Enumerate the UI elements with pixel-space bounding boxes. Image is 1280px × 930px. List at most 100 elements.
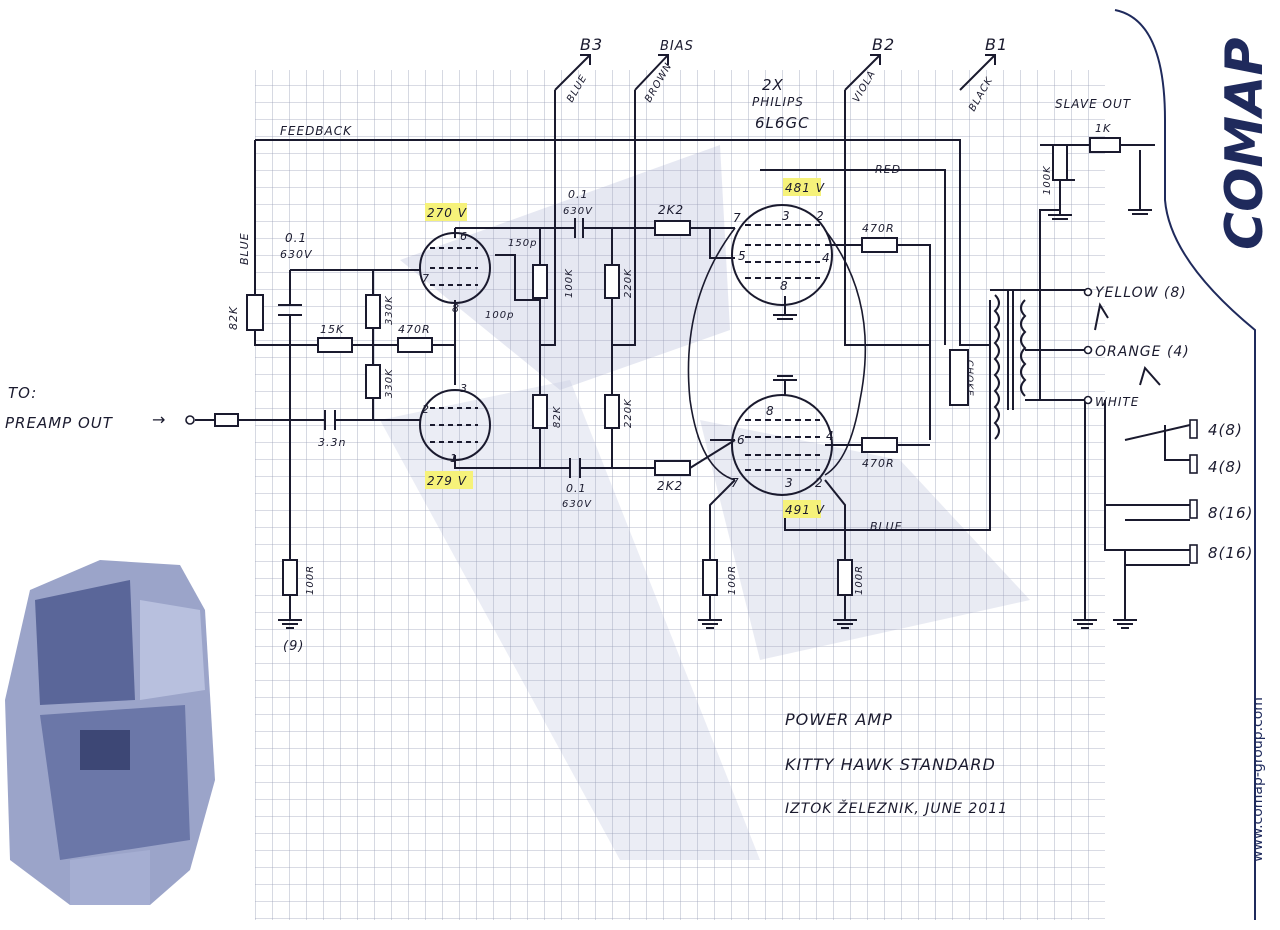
label-100k-slave: 100K xyxy=(1042,165,1053,195)
feedback-label: FEEDBACK xyxy=(280,124,352,138)
resistor-100k xyxy=(532,264,548,299)
rail-b1: B1 xyxy=(985,35,1008,54)
output-transformer xyxy=(993,290,1027,440)
resistor-82k-left xyxy=(246,294,264,331)
label-100p: 100p xyxy=(485,310,514,321)
pin-ob-4: 4 xyxy=(826,429,835,443)
title-line2: KITTY HAWK STANDARD xyxy=(785,755,996,774)
jack-4: 8(16) xyxy=(1208,544,1253,562)
grid-link xyxy=(687,227,736,481)
red-label: RED xyxy=(875,163,901,176)
tube-count: 2X xyxy=(762,76,784,94)
label-150p: 150p xyxy=(508,238,537,249)
pin-v2-2: 2 xyxy=(422,403,430,416)
label-330k-a: 330K xyxy=(384,295,395,325)
voltage-highlights xyxy=(425,178,821,518)
label-220k-b: 220K xyxy=(623,398,634,428)
pin-v1-7: 7 xyxy=(422,272,430,285)
grid-link xyxy=(824,229,867,476)
resistor-470r-top xyxy=(861,237,898,253)
pin-v2-3: 3 xyxy=(460,382,468,395)
output-white: WHITE xyxy=(1095,395,1139,409)
label-100r-b: 100R xyxy=(854,565,865,595)
pin-ob-3: 3 xyxy=(785,476,794,490)
website-text: www.comap-group.com xyxy=(1250,697,1266,862)
label-470r-top: 470R xyxy=(862,222,895,235)
title-line1: POWER AMP xyxy=(785,710,893,729)
title-line3: IZTOK ŽELEZNIK, JUNE 2011 xyxy=(785,799,1008,817)
svg-text:www.comap-group.com: www.comap-group.com xyxy=(1250,697,1266,862)
pin-ob-8: 8 xyxy=(766,404,775,418)
blue-left-label: BLUE xyxy=(238,232,251,265)
pin-v1-6: 6 xyxy=(460,230,468,243)
resistor-220k-a xyxy=(604,264,620,299)
resistor-100r-b xyxy=(837,559,853,596)
blue-bottom-label: BLUE xyxy=(870,520,903,533)
tube-out-top xyxy=(731,204,833,306)
wiring xyxy=(195,54,1191,620)
voltage-out-top: 481 V xyxy=(785,181,825,195)
pin-v1-8: 8 xyxy=(452,302,460,315)
resistor-330k-b xyxy=(365,364,381,399)
resistor-2k2-bot xyxy=(654,460,691,476)
output-terminals xyxy=(185,287,1198,564)
label-82k-mid: 82K xyxy=(552,405,563,428)
output-yellow: YELLOW (8) xyxy=(1095,285,1187,301)
jack-1: 4(8) xyxy=(1208,421,1243,439)
resistor-100r-in xyxy=(282,559,298,596)
pin-ob-6: 6 xyxy=(737,433,746,447)
pin-ot-7: 7 xyxy=(733,211,742,225)
tube-out-bottom xyxy=(731,394,833,496)
resistor-100k-slave xyxy=(1052,144,1068,181)
label-c-bot-rating: 630V xyxy=(562,499,592,510)
resistor-470r-bot xyxy=(861,437,898,453)
voltage-out-bottom: 491 V xyxy=(785,503,825,517)
label-choke: CHOKE xyxy=(964,360,974,397)
label-470r-bot: 470R xyxy=(862,457,895,470)
resistor-1k-slave xyxy=(1089,137,1121,153)
resistor-220k-b xyxy=(604,394,620,429)
pin-ob-7: 7 xyxy=(731,476,740,490)
label-82k-left: 82K xyxy=(227,306,240,330)
resistor-330k-a xyxy=(365,294,381,329)
label-c-bot: 0.1 xyxy=(566,482,587,495)
label-100r-in: 100R xyxy=(305,565,316,595)
label-c-top-rating: 630V xyxy=(563,206,593,217)
output-orange: ORANGE (4) xyxy=(1095,344,1190,360)
label-c-fb: 0.1 xyxy=(285,231,307,245)
voltage-v2: 279 V xyxy=(427,474,467,488)
tube-v1 xyxy=(419,232,491,304)
rail-bias: BIAS xyxy=(660,39,694,54)
resistor-82k-mid xyxy=(532,394,548,429)
rail-b2: B2 xyxy=(872,35,895,54)
rail-b3: B3 xyxy=(580,35,603,54)
label-330k-b: 330K xyxy=(384,368,395,398)
label-15k: 15K xyxy=(320,323,344,336)
page-border xyxy=(1114,9,1256,920)
label-100r-a: 100R xyxy=(727,565,738,595)
label-2k2-bot: 2K2 xyxy=(657,479,683,493)
choke-box xyxy=(949,349,969,406)
label-2k2-top: 2K2 xyxy=(658,203,684,217)
voltage-v1: 270 V xyxy=(427,206,467,220)
label-note-9: (9) xyxy=(283,639,304,654)
input-jack xyxy=(214,413,239,427)
building-image xyxy=(5,560,215,905)
tube-type: 6L6GC xyxy=(755,114,810,132)
grid-paper xyxy=(255,70,1105,920)
label-slave-out: SLAVE OUT xyxy=(1055,97,1132,111)
pin-v2-1: 1 xyxy=(450,452,458,465)
svg-text:COMAP: COMAP xyxy=(1215,38,1275,250)
label-100k: 100K xyxy=(564,268,575,298)
comap-logo: COMAP xyxy=(1215,38,1275,250)
input-arrow: → xyxy=(152,410,166,429)
pin-ob-2: 2 xyxy=(815,476,824,490)
tube-brand: PHILIPS xyxy=(752,95,804,109)
pin-ot-4: 4 xyxy=(822,251,831,265)
tube-v2 xyxy=(419,389,491,461)
input-to-label: TO: xyxy=(8,384,37,402)
resistor-470r-pi xyxy=(397,337,433,353)
label-c-top: 0.1 xyxy=(568,188,589,201)
resistor-100r-a xyxy=(702,559,718,596)
label-1k-slave: 1K xyxy=(1095,122,1111,135)
